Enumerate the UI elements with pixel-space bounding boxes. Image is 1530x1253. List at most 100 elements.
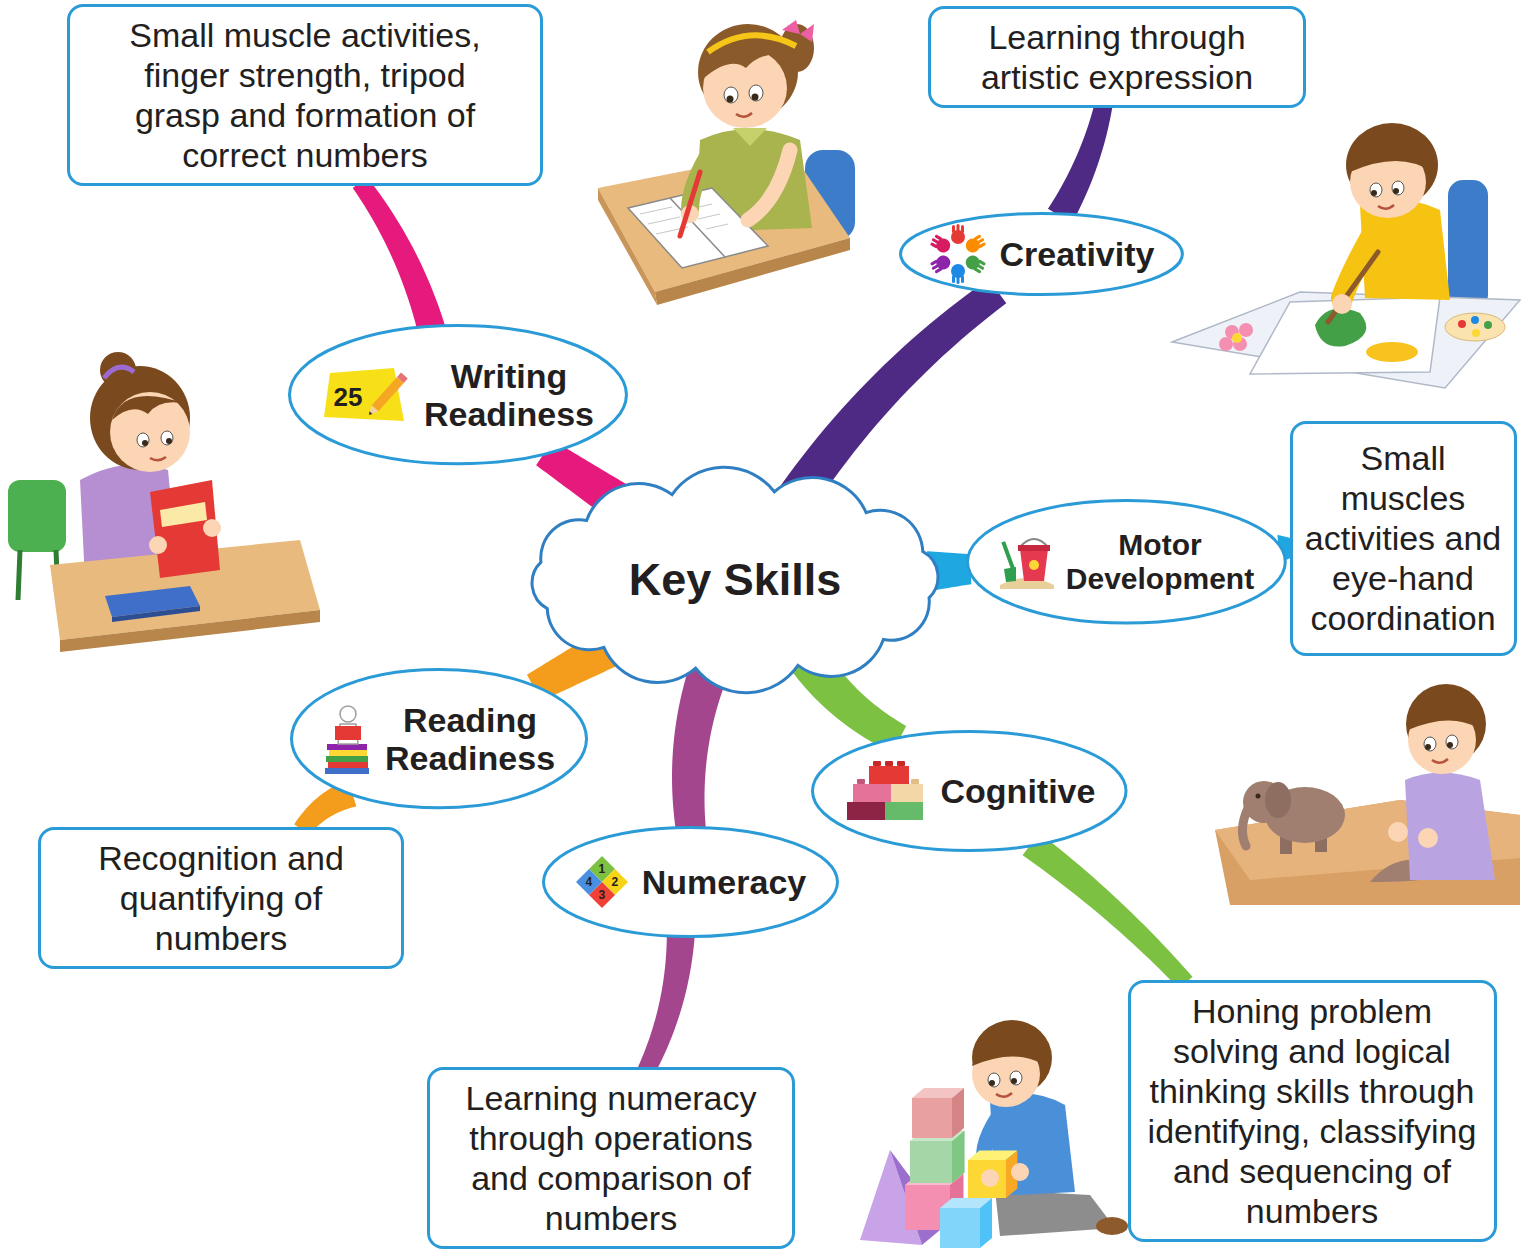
ellipse-outline <box>292 670 587 808</box>
boy-painting-figure-part <box>1350 137 1433 172</box>
boy-blocks-figure-part <box>912 1098 952 1138</box>
node-content: Recognition and quantifying of numbers <box>87 838 355 958</box>
creativity-icon-part-part-part <box>956 276 959 284</box>
creativity-icon-part-part-part <box>934 234 942 241</box>
girl-reading-figure-part <box>100 352 136 388</box>
description-box: Learning through artistic expression <box>928 6 1306 108</box>
boy-clay-figure-part <box>1418 828 1438 848</box>
girl-writing-figure-part <box>680 172 700 236</box>
ellipse-outline <box>543 828 837 937</box>
skill-label: Numeracy <box>642 863 806 901</box>
description-box: Honing problem solving and logical think… <box>1128 980 1497 1242</box>
girl-writing-figure-part <box>704 46 790 78</box>
skill-ellipse: Reading Readiness <box>290 668 588 809</box>
reading-icon-part-part <box>335 726 361 740</box>
description-text: Learning through artistic expression <box>968 17 1266 97</box>
boy-painting-figure-part <box>1332 294 1352 314</box>
node-content: Honing problem solving and logical think… <box>1143 991 1482 1231</box>
cognitive-icon-part-part <box>853 784 891 802</box>
boy-blocks-figure-part <box>952 1088 964 1138</box>
creativity-icon-part <box>928 224 988 284</box>
writing-icon-part-part-part <box>397 372 408 382</box>
center-label: Key Skills <box>629 554 842 606</box>
boy-clay-figure-part <box>1424 737 1436 751</box>
writing-icon-part-part-part <box>367 411 372 416</box>
girl-writing-figure-part <box>727 96 734 103</box>
writing-icon-part-part <box>324 368 404 421</box>
boy-painting-figure-part <box>1471 316 1479 324</box>
girl-reading-figure-part <box>166 438 172 444</box>
description-text: Honing problem solving and logical think… <box>1143 991 1482 1231</box>
reading-icon-part-part <box>326 756 368 762</box>
boy-blocks-figure-part <box>1010 1071 1022 1085</box>
description-text: Learning numeracy through operations and… <box>462 1078 760 1238</box>
reading-icon-part-part <box>325 768 369 774</box>
boy-painting-figure-part <box>1172 292 1520 388</box>
boy-blocks-figure-part <box>996 1093 1012 1097</box>
cognitive-icon-part-part <box>885 761 893 766</box>
boy-clay-figure-part <box>1447 742 1453 748</box>
girl-writing-figure-part <box>736 113 752 117</box>
girl-writing-figure-part <box>748 150 790 220</box>
branch-ribbon <box>1048 102 1113 223</box>
boy-clay-figure-part <box>1408 701 1479 730</box>
girl-writing-figure-part <box>752 94 759 101</box>
girl-reading-figure-part <box>149 536 167 554</box>
boy-blocks-figure-part <box>968 1160 1006 1198</box>
boy-blocks-figure-part <box>972 1037 1043 1066</box>
cognitive-icon <box>843 760 929 822</box>
skill-label: Reading Readiness <box>385 701 555 777</box>
writing-icon-part-part-part <box>366 405 379 418</box>
boy-blocks-figure-part <box>988 1073 1000 1087</box>
creativity-icon-part-part-part <box>956 224 959 232</box>
description-text: Small muscle activities, finger strength… <box>111 15 499 175</box>
cognitive-icon-part-part <box>873 761 881 766</box>
writing-icon-part-part-part <box>372 377 404 411</box>
skill-label: Creativity <box>1000 235 1155 273</box>
girl-writing-figure-part <box>724 87 738 103</box>
boy-painting-figure-part <box>1378 205 1394 209</box>
node-content: Small muscles activities and eye-hand co… <box>1302 438 1505 638</box>
motor-icon-part-part <box>1001 541 1015 571</box>
motor-icon-part-part <box>1020 549 1048 581</box>
boy-painting-figure-part <box>1393 188 1399 194</box>
girl-reading-figure-part <box>110 392 190 472</box>
node-content: Small muscle activities, finger strength… <box>111 15 499 175</box>
reading-icon-part-part <box>327 744 367 750</box>
motor-icon-part-part <box>1029 560 1039 570</box>
girl-reading-figure-part <box>60 610 320 652</box>
creativity-icon-part-part <box>951 224 965 244</box>
reading-icon-part-part <box>328 762 368 768</box>
cognitive-icon-part-part <box>897 761 905 766</box>
boy-painting-figure-part <box>1232 333 1242 343</box>
boy-clay-figure-part <box>1265 782 1291 818</box>
icon-number: 4 <box>585 876 592 888</box>
branch-ribbon <box>780 279 1006 509</box>
description-box: Recognition and quantifying of numbers <box>38 827 404 969</box>
boy-painting-figure-part <box>1370 183 1382 197</box>
node-content: Learning numeracy through operations and… <box>462 1078 760 1238</box>
girl-reading-figure-part <box>137 433 149 447</box>
icon-number: 25 <box>333 384 362 410</box>
description-box: Small muscles activities and eye-hand co… <box>1290 421 1517 656</box>
cognitive-icon-part-part <box>857 779 865 784</box>
girl-writing-figure-part <box>733 128 767 146</box>
creativity-icon-part-part-part <box>952 225 955 233</box>
creativity-icon-part-part-part <box>929 259 937 266</box>
creativity-icon-part-part <box>928 253 952 275</box>
skill-ellipse: Creativity <box>899 212 1184 296</box>
center-cloud: Key Skills <box>515 470 955 690</box>
boy-painting-figure-part <box>1445 313 1505 341</box>
creativity-icon-part-part-part <box>952 275 955 283</box>
girl-reading-figure-part <box>112 396 186 420</box>
girl-reading-figure-part <box>160 502 207 527</box>
girl-reading-figure-part <box>8 480 66 552</box>
boy-blocks-figure-part <box>910 1141 952 1183</box>
boy-blocks-figure-part <box>1011 1163 1029 1181</box>
boy-painting-figure-part <box>1366 342 1418 362</box>
node-content: Key Skills <box>629 554 842 606</box>
boy-clay-figure-part <box>1242 808 1248 846</box>
creativity-icon-part-part-part <box>961 225 964 233</box>
reading-icon <box>323 704 373 774</box>
boy-painting-figure-part <box>1448 180 1488 310</box>
